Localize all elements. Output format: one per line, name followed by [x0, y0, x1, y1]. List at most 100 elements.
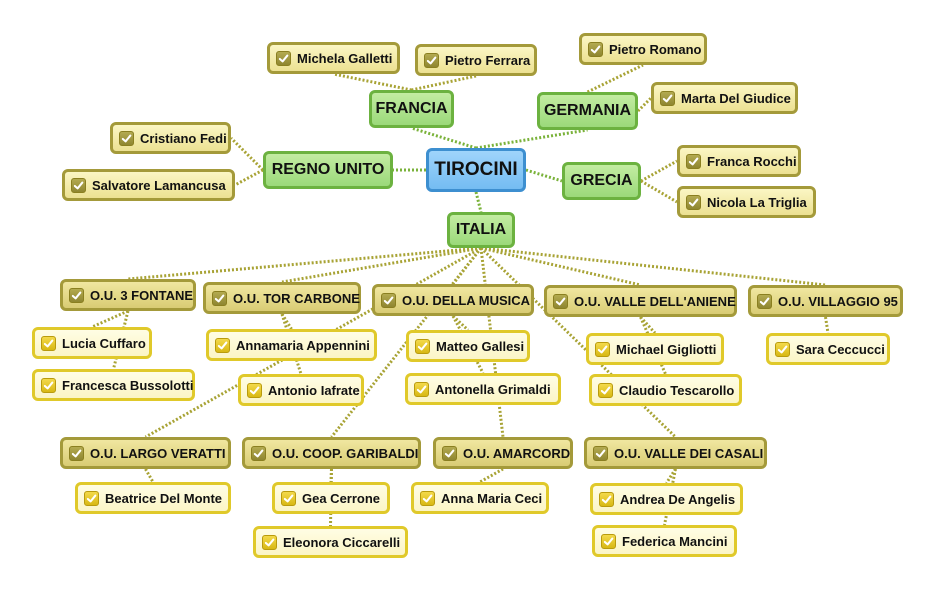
unit-label: O.U. VILLAGGIO 95: [778, 293, 898, 309]
connector-line: [229, 136, 265, 172]
connector-line: [280, 313, 303, 375]
connector-line: [333, 72, 412, 92]
person-label: Pietro Romano: [609, 41, 702, 57]
checkbox-checked-icon: [553, 293, 568, 309]
checkbox-checked-icon: [215, 337, 230, 353]
person-label: Franca Rocchi: [707, 153, 797, 169]
person-node-franca-rocchi[interactable]: Franca Rocchi: [677, 145, 801, 177]
country-label: GERMANIA: [543, 102, 632, 119]
checkbox-checked-icon: [247, 382, 262, 398]
checkbox-checked-icon: [381, 292, 396, 308]
connector-line: [144, 468, 155, 483]
connector-line: [636, 96, 653, 113]
person-node-federica-mancini[interactable]: Federica Mancini: [592, 525, 737, 557]
unit-node-amarcord[interactable]: O.U. AMARCORD: [433, 437, 573, 469]
checkbox-checked-icon: [420, 490, 435, 506]
person-node-michael-gigliotti[interactable]: Michael Gigliotti: [586, 333, 724, 365]
unit-label: O.U. VALLE DEI CASALI: [614, 445, 764, 461]
checkbox-checked-icon: [424, 52, 439, 68]
checkbox-checked-icon: [660, 90, 675, 106]
person-node-pietro-ferrara[interactable]: Pietro Ferrara: [415, 44, 537, 76]
connector-line: [640, 159, 678, 183]
person-label: Michael Gigliotti: [616, 341, 717, 357]
checkbox-checked-icon: [84, 490, 99, 506]
person-label: Matteo Gallesi: [436, 338, 525, 354]
person-node-salvatore-lamancusa[interactable]: Salvatore Lamancusa: [62, 169, 235, 201]
person-node-beatrice-del-monte[interactable]: Beatrice Del Monte: [75, 482, 231, 514]
connector-line: [479, 246, 677, 439]
person-node-sara-ceccucci[interactable]: Sara Ceccucci: [766, 333, 890, 365]
person-label: Beatrice Del Monte: [105, 490, 223, 506]
checkbox-checked-icon: [69, 287, 84, 303]
connector-line: [475, 128, 588, 150]
country-label: FRANCIA: [375, 100, 448, 117]
person-node-antonella-grimaldi[interactable]: Antonella Grimaldi: [405, 373, 561, 405]
unit-node-largo-veratti[interactable]: O.U. LARGO VERATTI: [60, 437, 231, 469]
connector-line: [640, 179, 678, 204]
checkbox-checked-icon: [595, 341, 610, 357]
unit-node-villaggio-95[interactable]: O.U. VILLAGGIO 95: [748, 285, 903, 317]
person-label: Sara Ceccucci: [796, 341, 885, 357]
connector-line: [586, 63, 644, 94]
person-node-anna-maria-ceci[interactable]: Anna Maria Ceci: [411, 482, 549, 514]
country-node-regno-unito[interactable]: REGNO UNITO: [263, 151, 393, 189]
unit-label: O.U. DELLA MUSICA: [402, 292, 531, 308]
person-node-marta-del-giudice[interactable]: Marta Del Giudice: [651, 82, 798, 114]
person-node-claudio-tescarollo[interactable]: Claudio Tescarollo: [589, 374, 742, 406]
checkbox-checked-icon: [41, 335, 56, 351]
unit-node-della-musica[interactable]: O.U. DELLA MUSICA: [372, 284, 534, 316]
connector-line: [824, 316, 830, 334]
person-node-annamaria-appennini[interactable]: Annamaria Appennini: [206, 329, 377, 361]
person-node-eleonora-ciccarelli[interactable]: Eleonora Ciccarelli: [253, 526, 408, 558]
unit-label: O.U. 3 FONTANE: [90, 287, 194, 303]
root-node-tirocini[interactable]: TIROCINI: [426, 148, 526, 192]
person-label: Anna Maria Ceci: [441, 490, 543, 506]
person-node-antonio-iafrate[interactable]: Antonio Iafrate: [238, 374, 364, 406]
unit-label: O.U. VALLE DELL'ANIENE: [574, 293, 736, 309]
person-node-gea-cerrone[interactable]: Gea Cerrone: [272, 482, 390, 514]
person-node-nicola-la-triglia[interactable]: Nicola La Triglia: [677, 186, 816, 218]
country-label: GRECIA: [570, 172, 633, 189]
person-label: Antonio Iafrate: [268, 382, 360, 398]
country-node-grecia[interactable]: GRECIA: [562, 162, 641, 200]
unit-node-tor-carbone[interactable]: O.U. TOR CARBONE: [203, 282, 361, 314]
checkbox-checked-icon: [601, 533, 616, 549]
connector-line: [665, 468, 677, 484]
checkbox-checked-icon: [415, 338, 430, 354]
unit-node-valle-aniene[interactable]: O.U. VALLE DELL'ANIENE: [544, 285, 737, 317]
person-node-cristiano-fedi[interactable]: Cristiano Fedi: [110, 122, 231, 154]
person-node-michela-galletti[interactable]: Michela Galletti: [267, 42, 400, 74]
person-node-pietro-romano[interactable]: Pietro Romano: [579, 33, 707, 65]
unit-label: O.U. LARGO VERATTI: [90, 445, 226, 461]
unit-node-valle-dei-casali[interactable]: O.U. VALLE DEI CASALI: [584, 437, 767, 469]
connector-line: [281, 246, 482, 284]
country-label: ITALIA: [455, 221, 507, 238]
unit-node-3-fontane[interactable]: O.U. 3 FONTANE: [60, 279, 196, 311]
checkbox-checked-icon: [598, 382, 613, 398]
person-label: Francesca Bussolotti: [62, 377, 194, 393]
checkbox-checked-icon: [593, 445, 608, 461]
person-node-lucia-cuffaro[interactable]: Lucia Cuffaro: [32, 327, 152, 359]
country-node-italia[interactable]: ITALIA: [447, 212, 515, 248]
country-node-francia[interactable]: FRANCIA: [369, 90, 454, 128]
checkbox-checked-icon: [69, 445, 84, 461]
person-label: Claudio Tescarollo: [619, 382, 735, 398]
checkbox-checked-icon: [212, 290, 227, 306]
person-node-francesca-bussolotti[interactable]: Francesca Bussolotti: [32, 369, 195, 401]
checkbox-checked-icon: [71, 177, 86, 193]
person-node-andrea-de-angelis[interactable]: Andrea De Angelis: [590, 483, 743, 515]
checkbox-checked-icon: [281, 490, 296, 506]
checkbox-checked-icon: [251, 445, 266, 461]
connector-line: [525, 168, 563, 183]
unit-node-coop-garibaldi[interactable]: O.U. COOP. GARIBALDI: [242, 437, 421, 469]
connector-line: [474, 191, 483, 213]
checkbox-checked-icon: [414, 381, 429, 397]
country-node-germania[interactable]: GERMANIA: [537, 92, 638, 130]
checkbox-checked-icon: [757, 293, 772, 309]
person-node-matteo-gallesi[interactable]: Matteo Gallesi: [406, 330, 530, 362]
root-label: TIROCINI: [434, 159, 518, 180]
checkbox-checked-icon: [442, 445, 457, 461]
person-label: Eleonora Ciccarelli: [283, 534, 401, 550]
person-label: Nicola La Triglia: [707, 194, 807, 210]
